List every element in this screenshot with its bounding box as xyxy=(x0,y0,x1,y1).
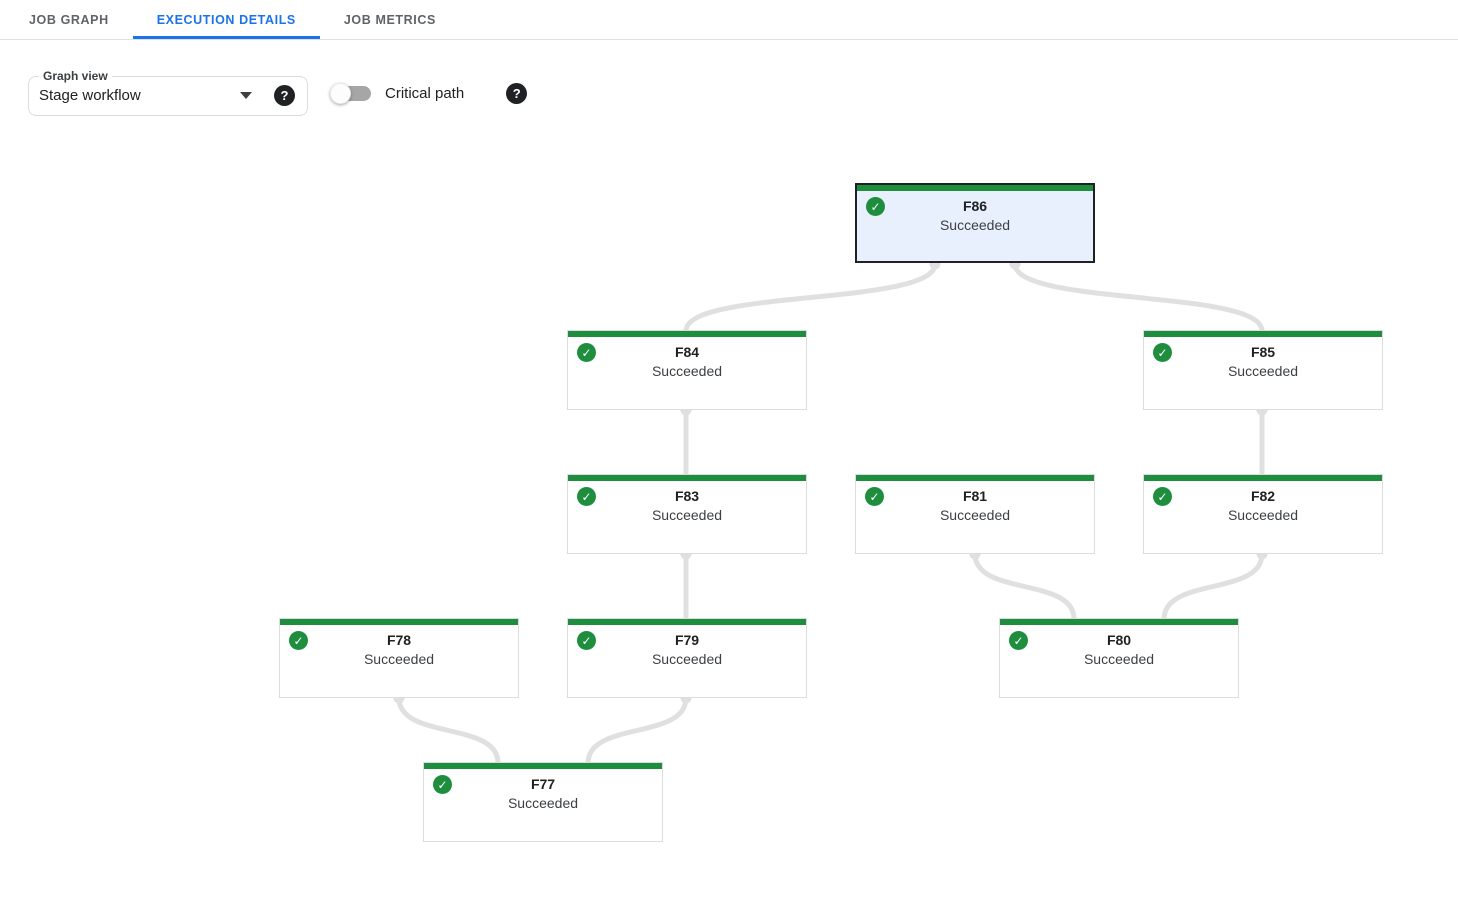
stage-node-title: F86 xyxy=(962,198,988,214)
edge-F86-F85 xyxy=(1012,261,1265,334)
tab-bar: JOB GRAPH EXECUTION DETAILS JOB METRICS xyxy=(0,0,1458,40)
stage-node-status: Succeeded xyxy=(363,651,435,667)
stage-node-status: Succeeded xyxy=(1083,651,1155,667)
node-status-bar xyxy=(568,331,806,337)
stage-node-title: F83 xyxy=(674,488,700,504)
node-status-bar xyxy=(568,475,806,481)
node-status-bar xyxy=(1000,619,1238,625)
chevron-down-icon xyxy=(240,91,252,99)
check-circle-icon: ✓ xyxy=(865,487,884,506)
graph-view-select[interactable]: Graph view Stage workflow ? xyxy=(28,70,308,116)
critical-path-toggle[interactable] xyxy=(330,82,371,104)
edge-F79-F77 xyxy=(585,695,689,766)
node-status-bar xyxy=(280,619,518,625)
check-circle-icon: ✓ xyxy=(577,631,596,650)
critical-path-help-icon[interactable]: ? xyxy=(506,82,528,104)
stage-node-status: Succeeded xyxy=(651,651,723,667)
stage-node-status: Succeeded xyxy=(1227,363,1299,379)
node-status-bar xyxy=(424,763,662,769)
stage-node-title: F81 xyxy=(962,488,988,504)
edge-F78-F77 xyxy=(396,695,501,766)
edge-F82-F80 xyxy=(1161,551,1265,622)
edge-F86-F84 xyxy=(683,261,938,334)
node-status-bar xyxy=(568,619,806,625)
check-circle-icon: ✓ xyxy=(433,775,452,794)
check-circle-icon: ✓ xyxy=(289,631,308,650)
stage-node-status: Succeeded xyxy=(1227,507,1299,523)
check-circle-icon: ✓ xyxy=(577,487,596,506)
critical-path-label: Critical path xyxy=(385,84,465,102)
stage-node-title: F84 xyxy=(674,344,700,360)
stage-node-status: Succeeded xyxy=(939,217,1011,233)
tab-execution-details[interactable]: EXECUTION DETAILS xyxy=(132,0,321,39)
stage-node-status: Succeeded xyxy=(507,795,579,811)
tab-job-graph[interactable]: JOB GRAPH xyxy=(29,12,109,27)
stage-node-status: Succeeded xyxy=(651,363,723,379)
stage-node-title: F82 xyxy=(1250,488,1276,504)
toggle-knob-icon xyxy=(330,82,351,104)
node-status-bar xyxy=(857,185,1093,191)
node-status-bar xyxy=(856,475,1094,481)
graph-view-label: Graph view xyxy=(43,69,108,83)
node-status-bar xyxy=(1144,331,1382,337)
stage-node-title: F78 xyxy=(386,632,412,648)
edge-F81-F80 xyxy=(972,551,1077,622)
stage-node-title: F79 xyxy=(674,632,700,648)
check-circle-icon: ✓ xyxy=(1009,631,1028,650)
node-status-bar xyxy=(1144,475,1382,481)
check-circle-icon: ✓ xyxy=(1153,487,1172,506)
stage-node-status: Succeeded xyxy=(651,507,723,523)
stage-node-title: F85 xyxy=(1250,344,1276,360)
check-circle-icon: ✓ xyxy=(577,343,596,362)
critical-path-control: Critical path ? xyxy=(330,82,528,104)
check-circle-icon: ✓ xyxy=(1153,343,1172,362)
graph-controls: Graph view Stage workflow ? Critical pat… xyxy=(28,70,1458,116)
graph-view-help-icon[interactable]: ? xyxy=(274,84,295,106)
stage-node-title: F80 xyxy=(1106,632,1132,648)
stage-node-status: Succeeded xyxy=(939,507,1011,523)
graph-view-value: Stage workflow xyxy=(39,86,141,104)
stage-node-title: F77 xyxy=(530,776,556,792)
tab-job-metrics[interactable]: JOB METRICS xyxy=(343,12,436,27)
check-circle-icon: ✓ xyxy=(866,197,885,216)
